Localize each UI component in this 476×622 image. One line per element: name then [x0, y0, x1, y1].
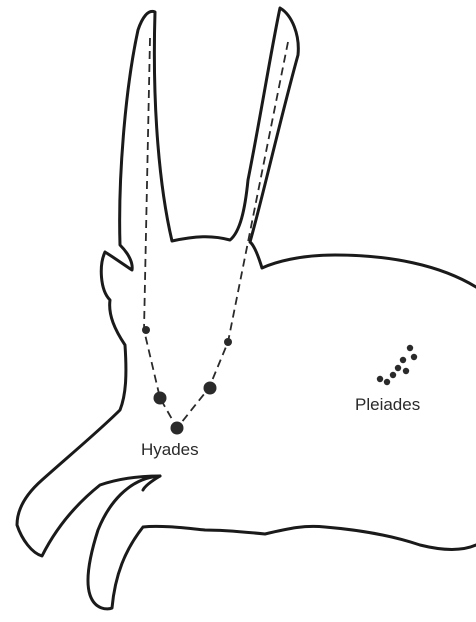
pleiades-star [407, 345, 413, 351]
pleiades-star [390, 372, 396, 378]
left-horn-figure-line [144, 38, 177, 428]
hyades-star [204, 382, 217, 395]
bull-body-outline [17, 8, 476, 609]
pleiades-star [400, 357, 406, 363]
hyades-star [171, 422, 184, 435]
hyades-star [142, 326, 150, 334]
pleiades-star [395, 365, 401, 371]
pleiades-stars [377, 345, 417, 385]
right-horn-figure-line [177, 42, 288, 428]
pleiades-label: Pleiades [355, 395, 420, 415]
hyades-star [224, 338, 232, 346]
pleiades-star [411, 354, 417, 360]
pleiades-star [403, 368, 409, 374]
pleiades-star [377, 376, 383, 382]
hyades-star [154, 392, 167, 405]
hyades-label: Hyades [141, 440, 199, 460]
pleiades-star [384, 379, 390, 385]
